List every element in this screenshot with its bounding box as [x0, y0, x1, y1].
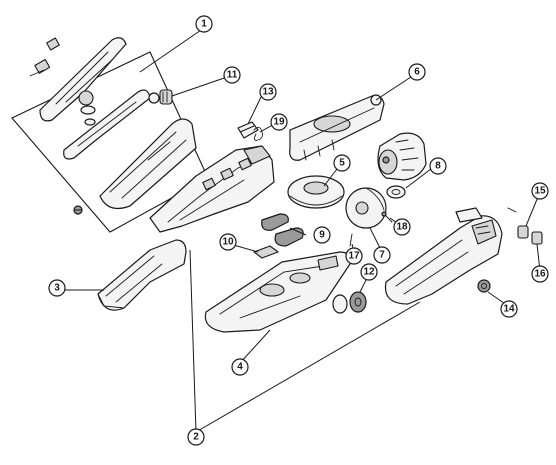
callout-17-label: 17 — [348, 251, 360, 262]
callout-14: 14 — [500, 300, 518, 318]
part-17-pin — [349, 233, 353, 247]
callout-3-label: 3 — [54, 283, 60, 294]
part-1-lower-cover — [99, 118, 197, 209]
callout-7: 7 — [373, 246, 391, 264]
leader-lines — [65, 27, 541, 433]
callout-2: 2 — [187, 428, 205, 446]
part-1-upper-cover — [29, 37, 127, 122]
callout-6-label: 6 — [414, 67, 420, 78]
part-1-middle-cover — [63, 89, 151, 160]
callout-11: 11 — [223, 66, 241, 84]
callout-13: 13 — [259, 83, 277, 101]
callout-1-label: 1 — [201, 19, 207, 30]
part-4-lower-housing — [204, 251, 351, 333]
handle-body — [384, 207, 503, 305]
part-5-impeller — [287, 175, 345, 209]
callout-3: 3 — [48, 279, 66, 297]
callout-19-label: 19 — [273, 117, 285, 128]
part-1-screw — [73, 205, 83, 215]
callout-4-label: 4 — [237, 362, 243, 373]
callout-10-label: 10 — [222, 237, 234, 248]
part-13-clip — [237, 121, 259, 139]
callout-2-label: 2 — [193, 432, 199, 443]
callout-6: 6 — [408, 63, 426, 81]
callout-15: 15 — [531, 182, 549, 200]
callout-8: 8 — [429, 157, 447, 175]
callout-18: 18 — [393, 218, 411, 236]
callout-19: 19 — [270, 113, 288, 131]
callout-4: 4 — [231, 358, 249, 376]
callout-13-label: 13 — [262, 87, 274, 98]
part-3-nozzle — [97, 239, 187, 311]
callout-16: 16 — [531, 265, 549, 283]
part-9-gasket — [261, 213, 304, 247]
callout-15-label: 15 — [534, 186, 546, 197]
callout-9: 9 — [313, 226, 331, 244]
callout-9-label: 9 — [319, 230, 325, 241]
part-12-seal — [332, 291, 367, 314]
part-7-fan-disc — [345, 187, 387, 229]
callout-14-label: 14 — [503, 304, 515, 315]
part-11-fitting — [148, 89, 173, 105]
part-14-nut — [477, 279, 491, 293]
callout-5: 5 — [333, 154, 351, 172]
callout-10: 10 — [219, 233, 237, 251]
part-8-washer — [386, 185, 406, 199]
callout-7-label: 7 — [379, 250, 385, 261]
callout-18-label: 18 — [396, 222, 408, 233]
part-18-bolt — [381, 211, 393, 223]
part-15-knob — [507, 207, 529, 239]
callout-17: 17 — [345, 247, 363, 265]
callout-8-label: 8 — [435, 161, 441, 172]
part-10-block — [253, 245, 279, 259]
motor-assembly — [377, 132, 427, 181]
callout-5-label: 5 — [339, 158, 345, 169]
callout-11-label: 11 — [227, 70, 238, 81]
callout-16-label: 16 — [534, 269, 546, 280]
callout-12-label: 12 — [363, 267, 375, 278]
part-6-plate — [289, 94, 385, 161]
callout-1: 1 — [195, 15, 213, 33]
callout-12: 12 — [360, 263, 378, 281]
part-19-spring — [253, 127, 263, 141]
part-16-cap — [531, 231, 543, 245]
main-chassis-frame — [149, 145, 275, 233]
